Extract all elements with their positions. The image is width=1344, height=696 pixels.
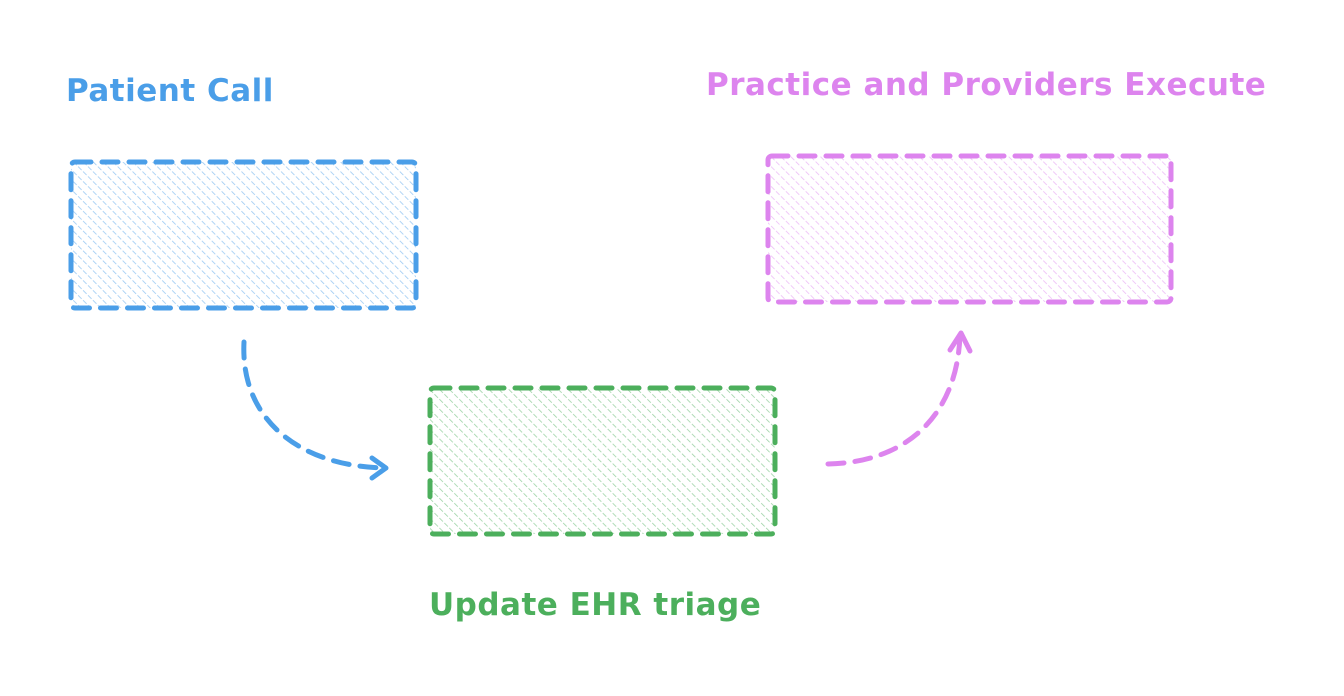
update-ehr-triage-box[interactable] [427,385,778,537]
practice-providers-execute-box[interactable] [765,153,1174,305]
arrow-patient-to-ehr [241,339,389,481]
patient-call-label: Patient Call [66,73,274,109]
patient-call-box[interactable] [68,159,419,311]
arrow-head-icon [369,455,389,481]
update-ehr-triage-label: Update EHR triage [429,587,762,623]
arrow-head-icon [947,330,973,354]
practice-providers-execute-label: Practice and Providers Execute [706,67,1267,103]
arrow-ehr-to-practice [825,330,973,467]
